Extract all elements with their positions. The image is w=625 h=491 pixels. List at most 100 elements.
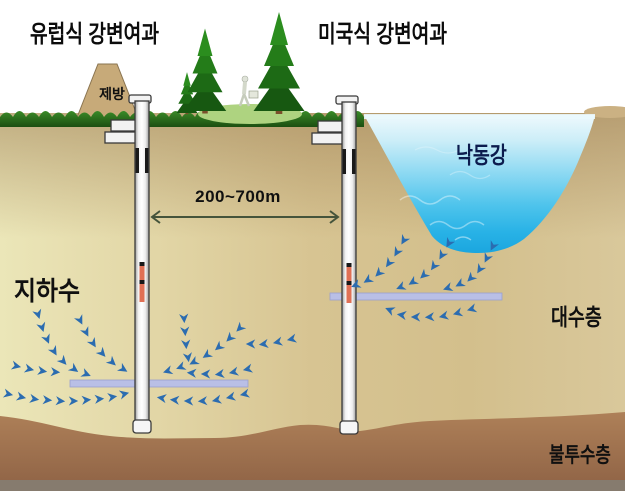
impermeable-layer <box>0 412 625 491</box>
flow-arrowhead <box>81 395 92 405</box>
flow-arrowhead <box>47 345 57 356</box>
flow-arrowhead <box>396 311 407 321</box>
flow-arrowhead <box>424 312 435 322</box>
flow-arrowhead <box>228 366 240 376</box>
flow-arrowhead <box>420 268 431 279</box>
impermeable-layer-label-text: 불투수층 <box>549 444 611 467</box>
title-american-text: 미국식 강변여과 <box>318 21 447 48</box>
flow-arrowhead <box>452 307 464 317</box>
distance-label-text: 200~700m <box>195 187 281 206</box>
flow-arrowhead <box>410 312 421 322</box>
water-surface-highlight <box>364 114 595 119</box>
flow-arrowhead <box>394 246 404 257</box>
flow-arrowhead <box>363 273 375 283</box>
flow-arrowhead <box>68 396 79 406</box>
flow-arrowhead <box>214 368 225 378</box>
flow-arrowhead <box>50 367 61 377</box>
flow-arrowhead <box>408 275 420 285</box>
collector-screen-right <box>329 292 503 301</box>
flow-arrowhead <box>396 281 407 290</box>
flow-arrowhead <box>385 256 396 268</box>
aquifer-label: 대수층 <box>551 304 614 330</box>
flow-arrowhead <box>477 262 487 274</box>
title-european-method: 유럽식 강변여과 <box>30 21 191 49</box>
flow-arrowhead <box>242 363 254 373</box>
vegetation-strip <box>0 111 364 127</box>
flow-arrowhead <box>490 240 499 251</box>
flow-arrowhead <box>182 352 192 363</box>
flow-arrowhead <box>80 368 91 377</box>
flow-arrowhead <box>95 346 106 357</box>
flow-arrowhead <box>55 396 66 406</box>
bedrock-bottom-strip <box>0 480 625 491</box>
flow-arrowhead <box>202 348 214 358</box>
levee-label-text: 제방 <box>99 86 125 102</box>
flow-arrowhead <box>179 313 189 324</box>
flow-arrowhead <box>107 393 118 403</box>
flow-arrowhead <box>29 393 40 403</box>
flow-arrowhead <box>438 310 450 320</box>
flow-arrowhead <box>42 395 53 405</box>
flow-arrowhead <box>36 321 46 332</box>
flow-arrowhead <box>467 271 478 282</box>
flow-arrowhead <box>430 259 441 271</box>
levee-label: 제방 <box>88 86 136 102</box>
flow-arrowhead <box>37 365 48 375</box>
flow-arrowhead <box>258 338 269 348</box>
flow-arrowhead <box>189 355 200 365</box>
flow-arrowhead <box>67 362 79 373</box>
flow-arrowhead <box>32 308 42 319</box>
flow-arrowhead <box>197 396 208 406</box>
flow-arrowhead <box>439 249 449 260</box>
flow-arrowhead <box>375 266 386 277</box>
water-ripple <box>449 170 491 180</box>
flow-arrowhead <box>15 391 27 401</box>
flow-arrowhead <box>245 339 256 349</box>
river-water <box>364 115 595 253</box>
flow-arrowhead <box>74 314 83 325</box>
groundwater-label: 지하수 <box>14 276 86 307</box>
flow-arrowhead <box>226 331 237 342</box>
flow-arrowhead <box>176 361 187 370</box>
flow-arrowhead <box>455 277 466 287</box>
flow-arrowhead <box>23 363 35 373</box>
flow-arrowhead <box>385 307 396 316</box>
flow-arrowhead <box>211 394 223 404</box>
flow-arrowhead <box>105 355 116 366</box>
distance-arrow <box>150 210 340 224</box>
flow-arrowhead <box>181 339 191 350</box>
flow-arrowhead <box>180 326 190 337</box>
water-ripple <box>454 236 472 241</box>
flow-arrowhead <box>80 326 89 337</box>
water-ripple <box>429 220 485 230</box>
river-label-text: 낙동강 <box>456 142 507 168</box>
person-figure <box>238 75 259 107</box>
flow-arrowhead <box>239 388 251 398</box>
flow-arrowhead <box>186 368 197 378</box>
flow-arrowhead <box>56 354 67 365</box>
flow-arrowhead <box>183 396 194 406</box>
flow-arrowhead <box>446 237 456 248</box>
flow-arrowhead <box>401 234 411 245</box>
flow-arrowhead <box>86 336 96 348</box>
flow-arrows-layer <box>2 234 499 406</box>
flow-arrowhead <box>200 369 211 379</box>
flow-arrowhead <box>94 394 105 404</box>
distance-label: 200~700m <box>167 187 309 207</box>
flow-arrowhead <box>286 333 298 343</box>
river-label: 낙동강 <box>456 142 519 168</box>
flow-arrowhead <box>10 360 22 370</box>
flow-arrowhead <box>156 394 167 404</box>
title-european-text: 유럽식 강변여과 <box>30 21 159 48</box>
flow-arrowhead <box>116 362 128 372</box>
flow-arrowhead <box>118 390 130 400</box>
flow-arrowhead <box>351 279 362 288</box>
flow-arrowhead <box>236 321 247 332</box>
flow-arrowhead <box>41 333 50 344</box>
title-american-method: 미국식 강변여과 <box>318 21 479 49</box>
collector-screen-left <box>69 379 249 388</box>
flow-arrowhead <box>225 391 237 401</box>
flow-arrowhead <box>2 388 14 398</box>
